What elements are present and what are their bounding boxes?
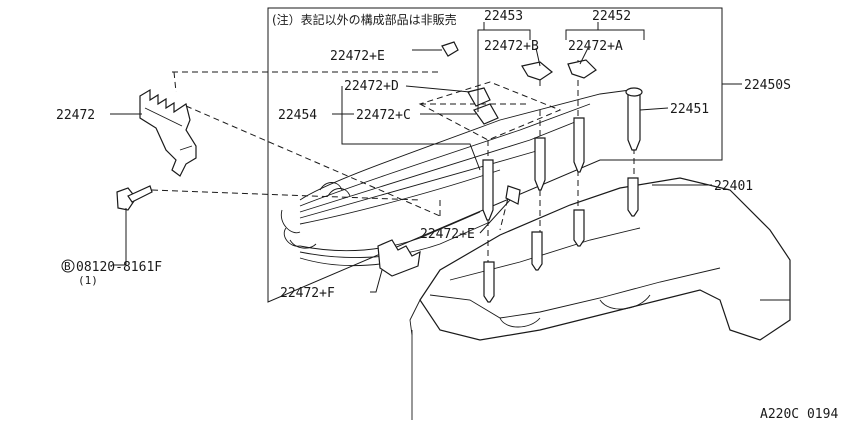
clip-22472-b [521, 61, 554, 81]
bolt-08120-8161f [112, 185, 153, 266]
clip-22472-a [567, 59, 597, 79]
leader-lines [110, 22, 712, 293]
label-22472: 22472 [56, 108, 95, 123]
label-bolt-part-number: 08120-8161F [76, 260, 162, 275]
diagram-code: A220C 0194 [760, 407, 838, 422]
label-22452: 22452 [592, 9, 631, 24]
cable-plug-boots [482, 87, 643, 221]
label-22451: 22451 [670, 102, 709, 117]
label-22472-c: 22472+C [356, 108, 411, 123]
label-22453: 22453 [484, 9, 523, 24]
label-22454: 22454 [278, 108, 317, 123]
label-22472-d: 22472+D [344, 79, 399, 94]
clip-22472-c [473, 103, 499, 125]
clip-22472-e-bottom [505, 185, 521, 205]
label-22472-e-top: 22472+E [330, 49, 385, 64]
label-22472-f: 22472+F [280, 286, 335, 301]
clips [377, 41, 597, 277]
label-bolt-quantity: (1) [78, 274, 98, 287]
clip-22472-f [377, 239, 421, 277]
note-not-sold-separately: (注）表記以外の構成部品は非販売 [272, 12, 457, 27]
label-22472-e-bottom: 22472+E [420, 227, 475, 242]
engine-head-outline [409, 177, 791, 420]
spark-plug-cable-bundle [280, 89, 631, 267]
spark-plugs-22401 [483, 177, 639, 303]
clip-bracket-22472 [139, 88, 197, 177]
label-22401: 22401 [714, 179, 753, 194]
bolt-circle-letter: B [64, 260, 71, 273]
inset-frame [267, 7, 742, 303]
clip-22472-d [467, 87, 491, 107]
bolt-reference: B 08120-8161F (1) [61, 259, 162, 287]
clip-22472-e-top [441, 41, 459, 57]
label-22472-a: 22472+A [568, 39, 623, 54]
label-22450s: 22450S [744, 78, 791, 93]
label-22472-b: 22472+B [484, 39, 539, 54]
